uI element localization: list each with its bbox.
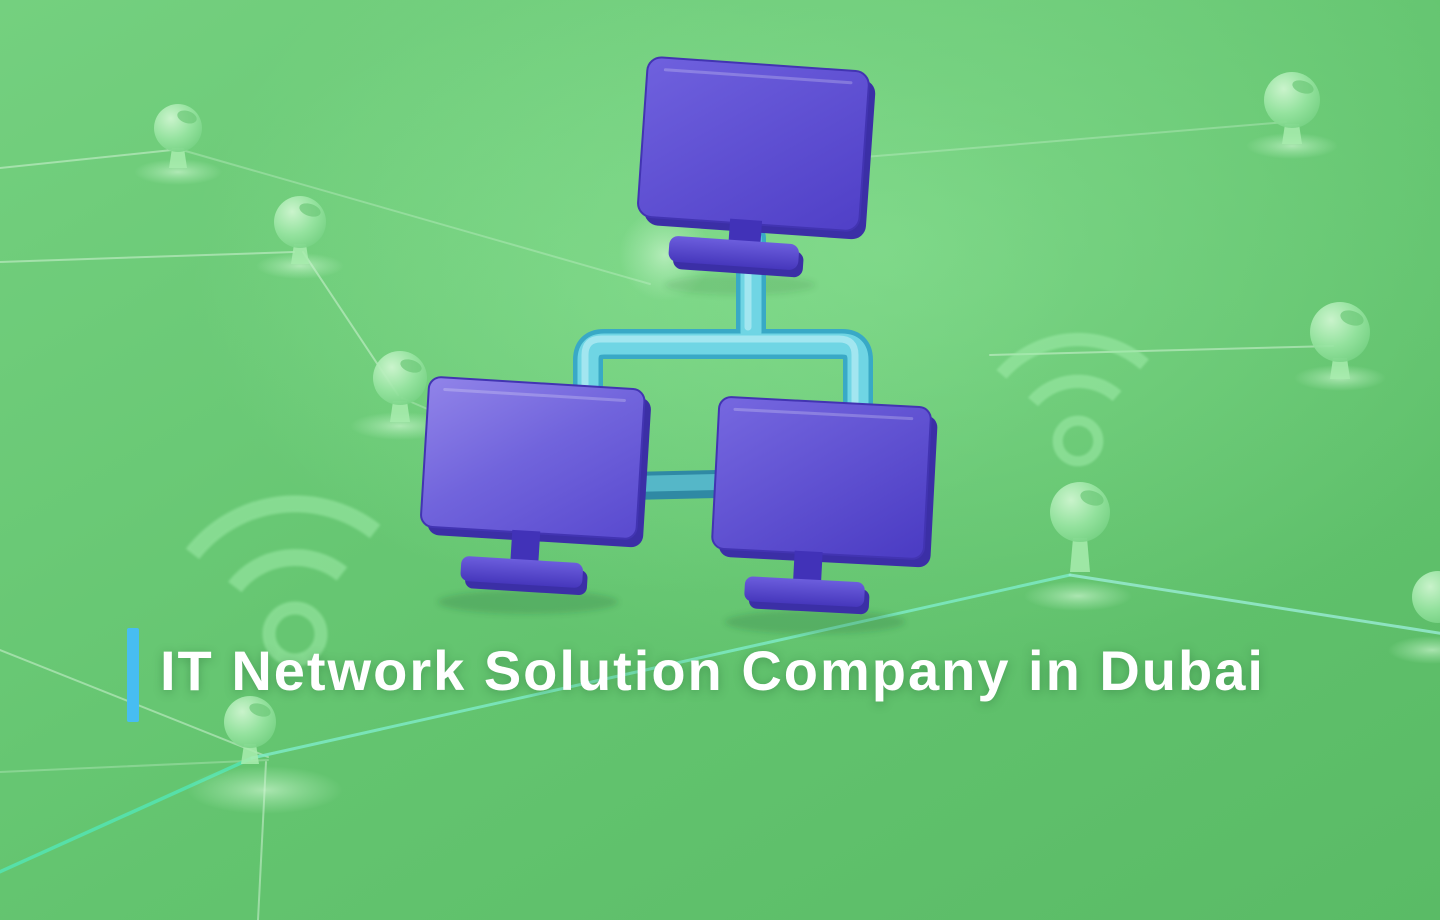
wifi-signal-icon-right bbox=[996, 332, 1149, 467]
network-node bbox=[1412, 571, 1440, 623]
monitor-screen bbox=[711, 396, 932, 560]
wifi-signal-icon-left bbox=[185, 495, 381, 667]
network-node bbox=[1264, 72, 1320, 144]
network-node bbox=[274, 196, 326, 264]
monitor-left bbox=[420, 376, 651, 596]
headline-block: IT Network Solution Company in Dubai bbox=[127, 628, 1265, 722]
teal-connection-line bbox=[0, 573, 1440, 874]
accent-bar bbox=[127, 628, 139, 722]
monitor-stand-base bbox=[744, 576, 865, 607]
monitor-stand-base bbox=[668, 236, 799, 270]
monitor-top bbox=[637, 56, 876, 278]
network-node bbox=[1310, 302, 1370, 379]
monitor-shadows bbox=[438, 275, 905, 634]
monitor-stand-base bbox=[460, 556, 583, 588]
monitor-stand-neck bbox=[510, 529, 541, 566]
monitor-stand-neck bbox=[792, 550, 823, 587]
network-node bbox=[224, 696, 276, 764]
page-title: IT Network Solution Company in Dubai bbox=[160, 639, 1265, 702]
network-node bbox=[1050, 482, 1110, 572]
network-node bbox=[154, 104, 202, 168]
monitor-right bbox=[711, 396, 938, 615]
network-node bbox=[373, 351, 427, 422]
